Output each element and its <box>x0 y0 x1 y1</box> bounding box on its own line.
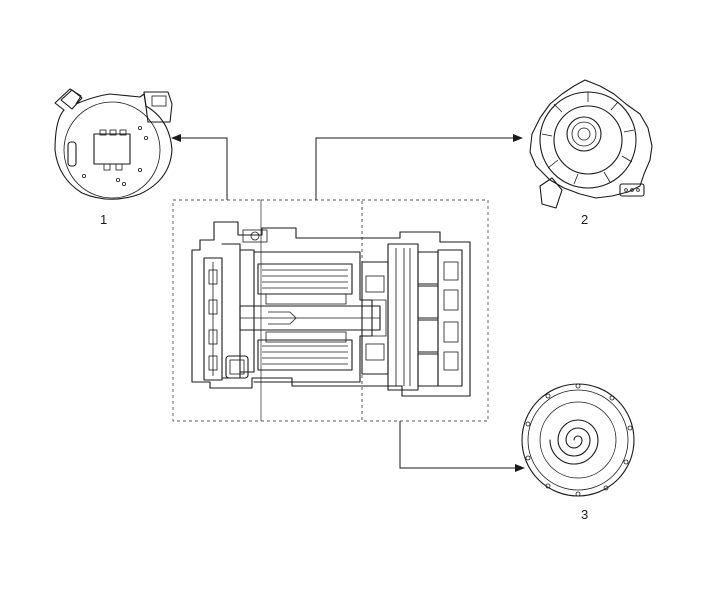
part-2-motor-stator <box>529 79 653 209</box>
section-box-middle <box>260 199 363 422</box>
stator-teeth <box>541 92 635 185</box>
part-label-2: 2 <box>581 212 589 227</box>
section-box-front <box>172 199 262 422</box>
part-1-inverter-cover <box>54 88 173 200</box>
compressor-cross-section <box>172 199 489 422</box>
leader-arrow-3 <box>399 421 525 472</box>
leader-arrow-1 <box>171 134 228 200</box>
part-label-3: 3 <box>581 507 589 522</box>
part-3-scroll-plate <box>521 383 635 497</box>
leader-arrow-2 <box>315 134 523 200</box>
section-box-rear <box>361 199 489 422</box>
part-label-1: 1 <box>100 212 108 227</box>
